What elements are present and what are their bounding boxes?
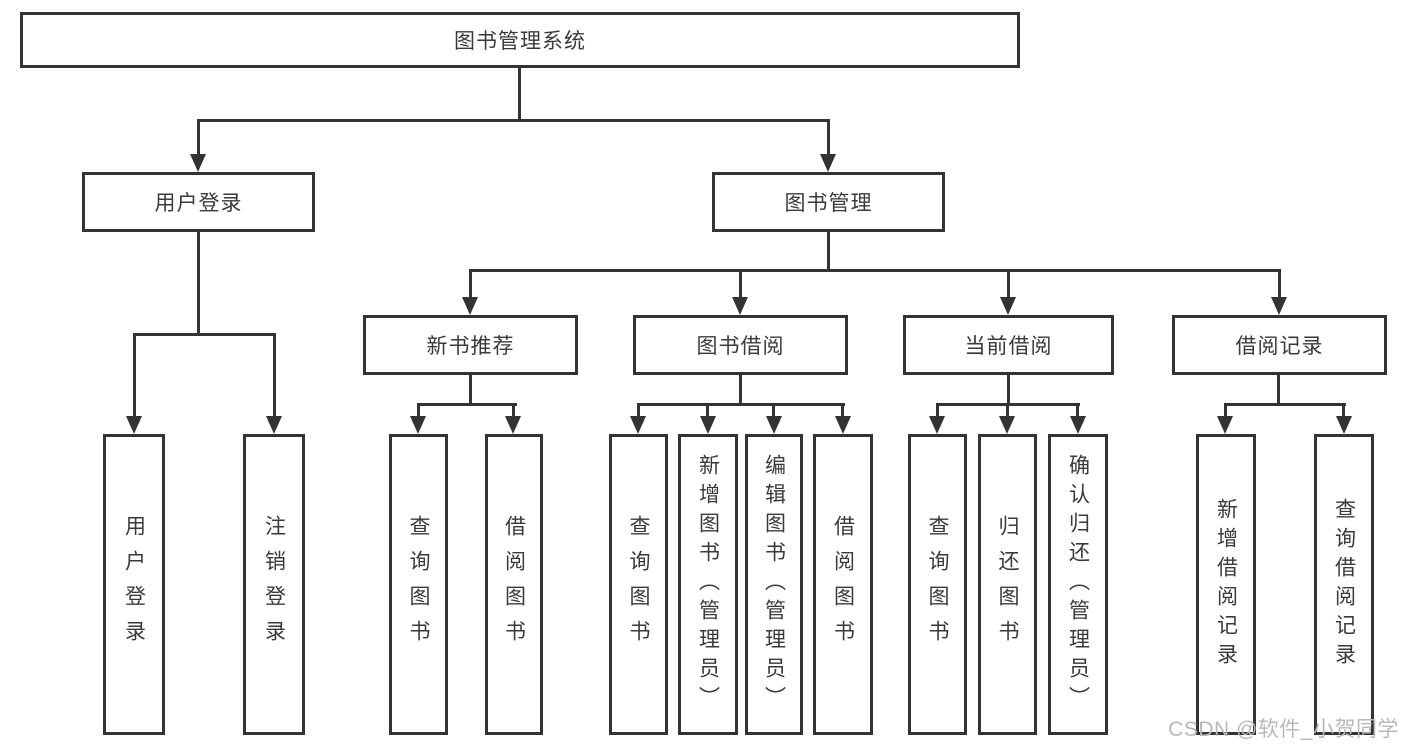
connector-line xyxy=(827,119,830,157)
leaf-cb-query-books: 查询图书 xyxy=(908,434,967,735)
leaf-nbr-borrow-books: 借阅图书 xyxy=(485,434,543,735)
leaf-br-add-borrow-record: 新增借阅记录 xyxy=(1196,434,1256,735)
leaf-bb-add-book-admin: 新增图书（管理员） xyxy=(678,434,738,735)
leaf-br-query-borrow-record: 查询借阅记录 xyxy=(1314,434,1374,735)
connector-line xyxy=(1007,269,1010,299)
connector-line xyxy=(827,232,830,272)
node-book-borrowing: 图书借阅 xyxy=(633,315,848,375)
node-current-borrowing: 当前借阅 xyxy=(903,315,1114,375)
leaf-bb-query-books: 查询图书 xyxy=(609,434,668,735)
leaf-label: 查询图书 xyxy=(926,514,949,655)
connector-line xyxy=(133,333,276,336)
arrow-down-icon xyxy=(126,416,142,434)
leaf-cb-return-books: 归还图书 xyxy=(978,434,1037,735)
node-label: 当前借阅 xyxy=(964,335,1053,358)
connector-line xyxy=(273,333,276,417)
arrow-down-icon xyxy=(1336,416,1352,434)
node-label: 借阅记录 xyxy=(1235,335,1324,358)
connector-line xyxy=(197,232,200,336)
connector-line xyxy=(772,403,775,419)
connector-line xyxy=(1006,403,1009,419)
leaf-label: 新增图书（管理员） xyxy=(696,454,720,715)
leaf-user-login: 用户登录 xyxy=(103,434,165,735)
arrow-down-icon xyxy=(462,297,478,315)
leaf-nbr-query-books: 查询图书 xyxy=(389,434,448,735)
connector-line xyxy=(1076,403,1079,419)
connector-line xyxy=(841,403,844,419)
arrow-down-icon xyxy=(1000,297,1016,315)
connector-line xyxy=(637,403,845,406)
arrow-down-icon xyxy=(929,416,945,434)
connector-line xyxy=(1224,403,1227,419)
arrow-down-icon xyxy=(820,154,836,172)
node-user-login: 用户登录 xyxy=(82,172,315,232)
node-root-library-management-system: 图书管理系统 xyxy=(20,12,1020,68)
arrow-down-icon xyxy=(1271,297,1287,315)
node-new-book-recommendation: 新书推荐 xyxy=(363,315,578,375)
leaf-bb-borrow-books: 借阅图书 xyxy=(813,434,873,735)
leaf-label: 确认归还（管理员） xyxy=(1066,454,1090,715)
node-label: 图书借阅 xyxy=(696,335,785,358)
connector-line xyxy=(197,119,830,122)
connector-line xyxy=(1277,375,1280,406)
connector-line xyxy=(1224,403,1346,406)
connector-line xyxy=(133,333,136,417)
arrow-down-icon xyxy=(835,416,851,434)
connector-line xyxy=(417,403,517,406)
connector-line xyxy=(512,403,515,419)
connector-line xyxy=(739,375,742,406)
connector-line xyxy=(469,269,1281,272)
leaf-label: 借阅图书 xyxy=(502,514,526,655)
arrow-down-icon xyxy=(1070,416,1086,434)
leaf-label: 编辑图书（管理员） xyxy=(762,454,786,715)
connector-line xyxy=(469,375,472,406)
leaf-label: 查询借阅记录 xyxy=(1332,497,1356,672)
arrow-down-icon xyxy=(700,416,716,434)
arrow-down-icon xyxy=(1217,416,1233,434)
leaf-label: 用户登录 xyxy=(122,514,146,655)
leaf-logout: 注销登录 xyxy=(243,434,305,735)
node-label: 用户登录 xyxy=(154,192,243,215)
leaf-cb-confirm-return-admin: 确认归还（管理员） xyxy=(1048,434,1108,735)
leaf-label: 归还图书 xyxy=(996,514,1019,655)
connector-line xyxy=(1007,375,1010,406)
connector-line xyxy=(936,403,939,419)
arrow-down-icon xyxy=(732,297,748,315)
arrow-down-icon xyxy=(266,416,282,434)
connector-line xyxy=(1342,403,1345,419)
node-borrowing-records: 借阅记录 xyxy=(1172,315,1387,375)
leaf-label: 查询图书 xyxy=(407,514,430,655)
leaf-label: 注销登录 xyxy=(262,514,286,655)
node-label: 图书管理 xyxy=(784,192,873,215)
node-book-management: 图书管理 xyxy=(712,172,945,232)
connector-line xyxy=(197,119,200,157)
connector-line xyxy=(417,403,420,419)
arrow-down-icon xyxy=(630,416,646,434)
connector-line xyxy=(518,68,521,120)
arrow-down-icon xyxy=(410,416,426,434)
node-label: 图书管理系统 xyxy=(454,30,586,53)
connector-line xyxy=(706,403,709,419)
leaf-bb-edit-book-admin: 编辑图书（管理员） xyxy=(745,434,803,735)
connector-line xyxy=(739,269,742,299)
node-label: 新书推荐 xyxy=(426,335,515,358)
leaf-label: 新增借阅记录 xyxy=(1214,497,1238,672)
connector-line xyxy=(1278,269,1281,299)
csdn-watermark: CSDN @软件_小贺同学 xyxy=(1168,718,1399,741)
connector-line xyxy=(637,403,640,419)
connector-line xyxy=(469,269,472,299)
arrow-down-icon xyxy=(999,416,1015,434)
arrow-down-icon xyxy=(505,416,521,434)
leaf-label: 借阅图书 xyxy=(831,514,855,655)
arrow-down-icon xyxy=(190,154,206,172)
arrow-down-icon xyxy=(766,416,782,434)
leaf-label: 查询图书 xyxy=(627,514,650,655)
